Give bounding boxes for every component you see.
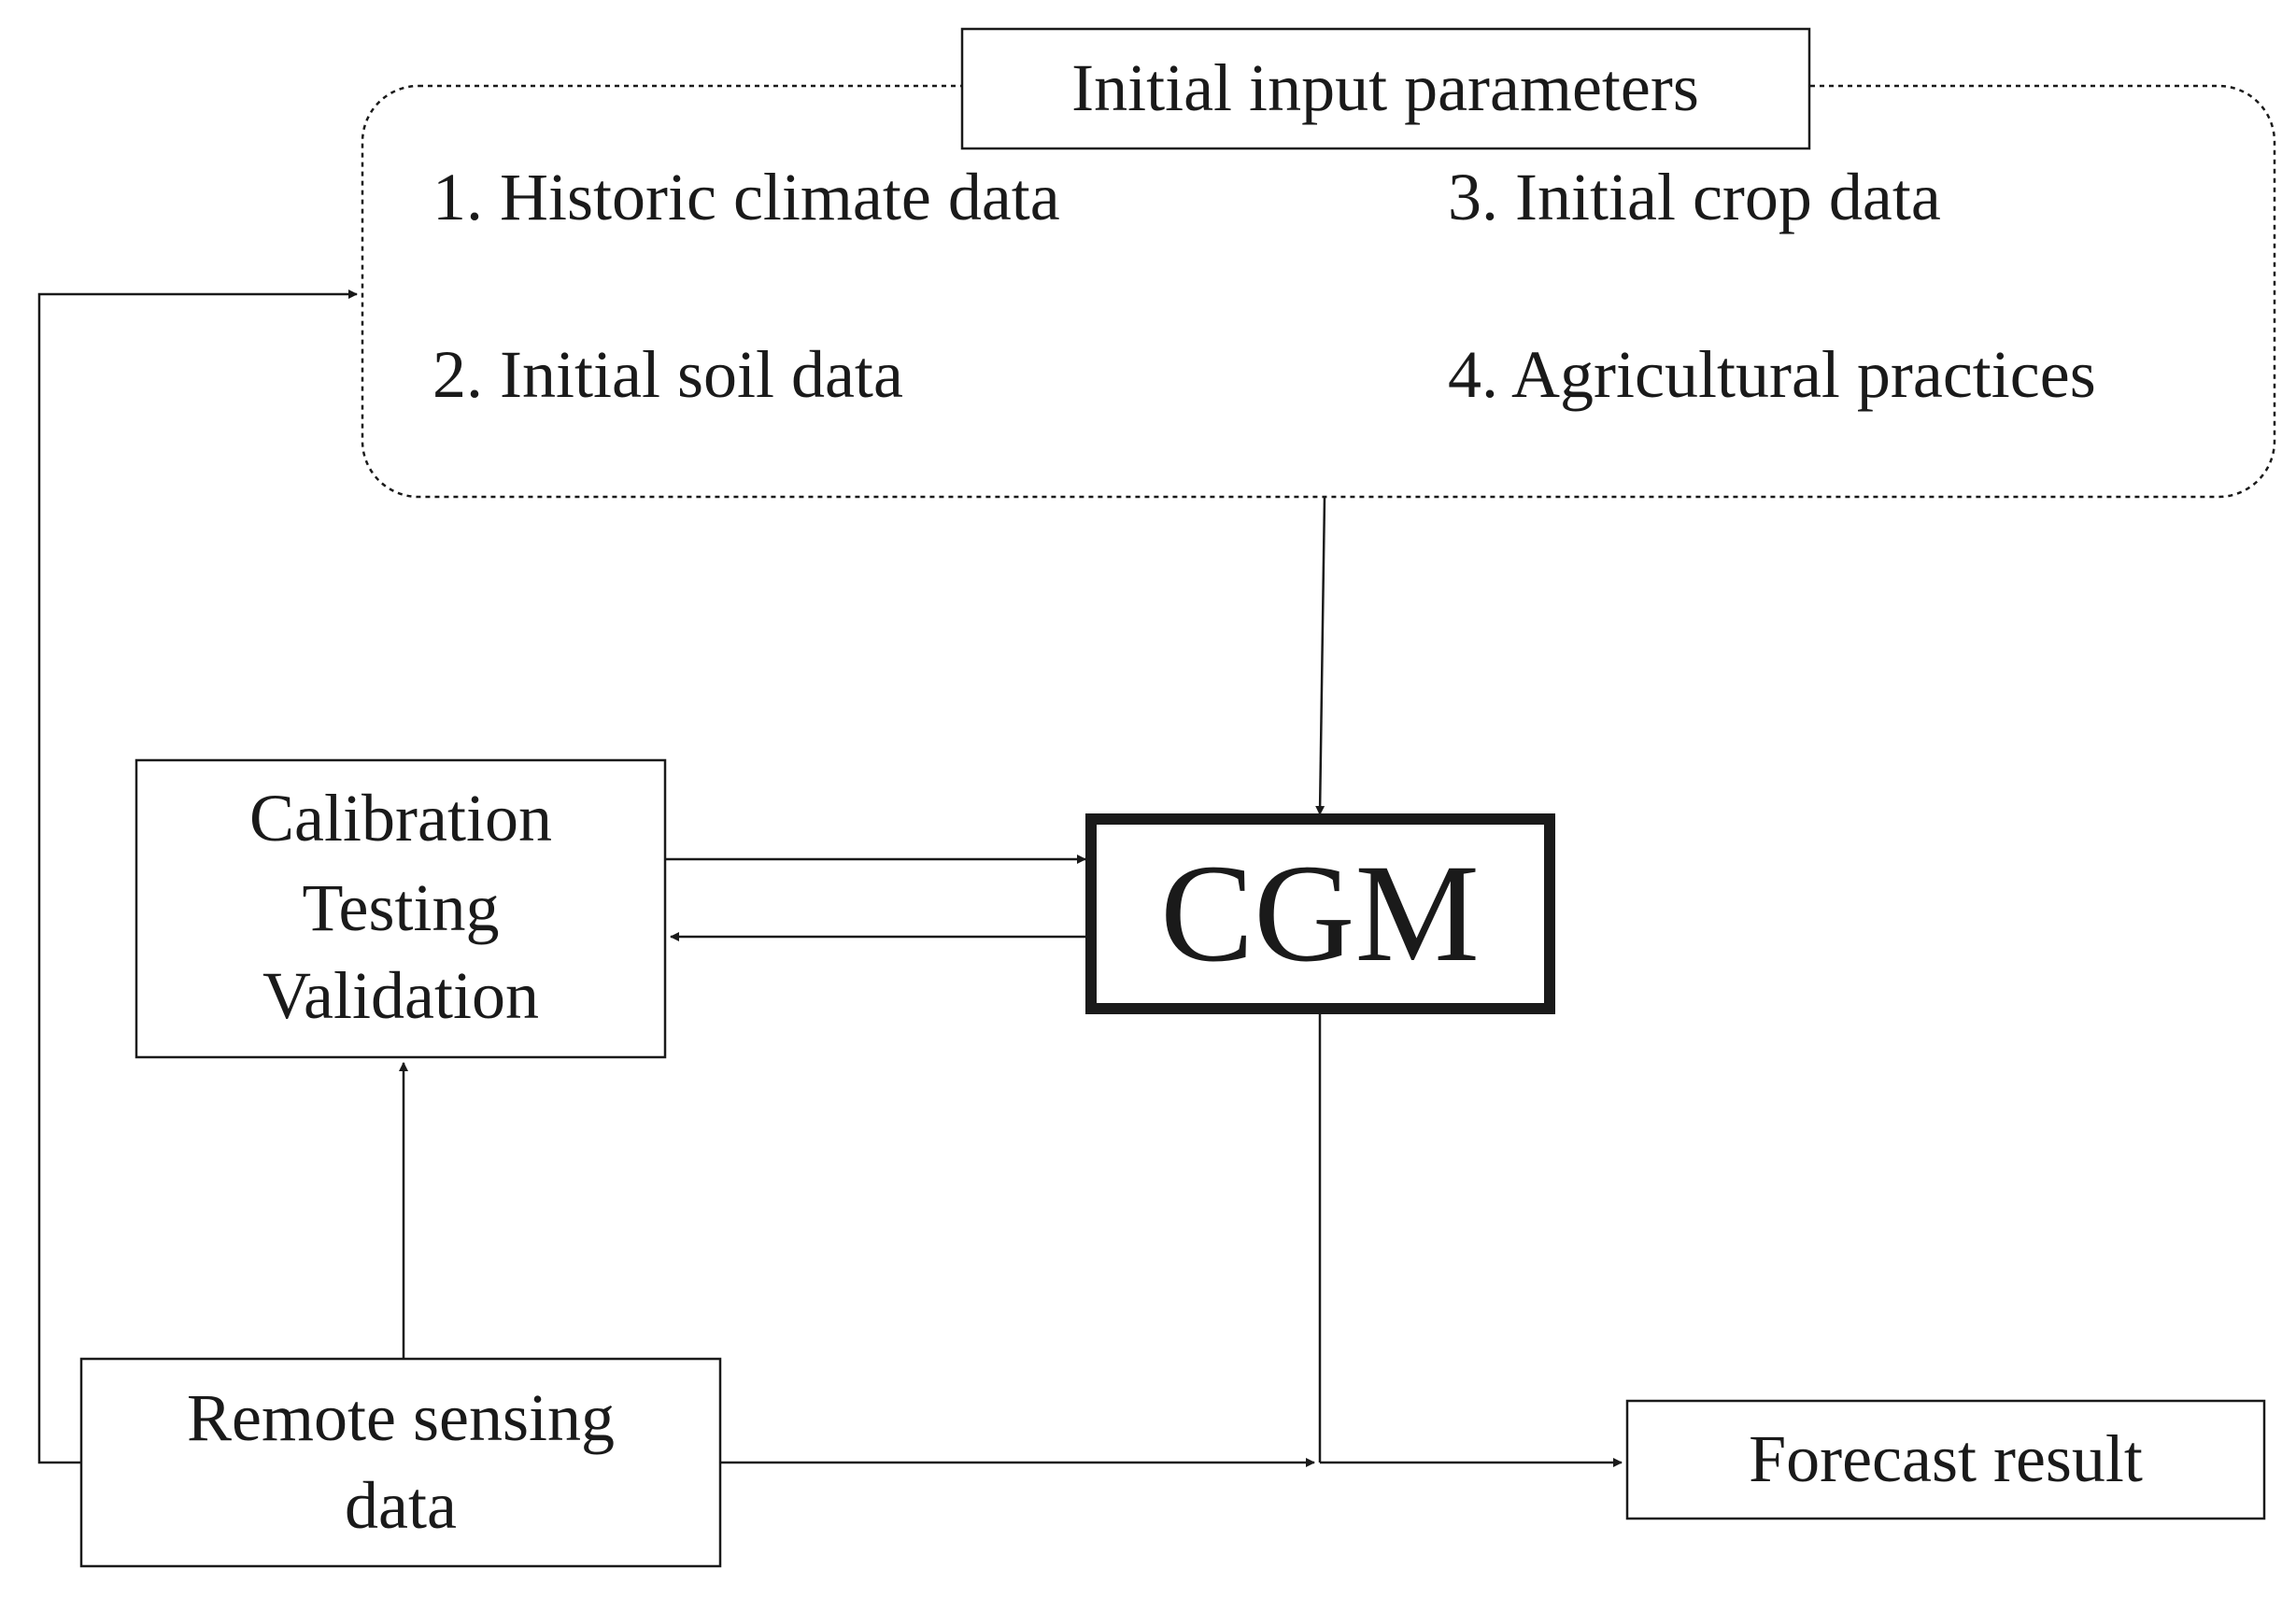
input-item-crop-data: 3. Initial crop data — [1448, 160, 1941, 234]
cgm-group: CGM — [1085, 813, 1555, 1014]
cgm-label: CGM — [1160, 836, 1480, 991]
input-item-historic-climate: 1. Historic climate data — [432, 160, 1060, 234]
forecast-box — [1625, 1399, 2266, 1520]
calibration-group: Calibration Testing Validation — [135, 758, 667, 1059]
cgm-box — [1085, 813, 1555, 1014]
calibration-label: Calibration — [249, 781, 552, 855]
input-item-soil-data: 2. Initial soil data — [432, 337, 903, 412]
input-parameters-group: Initial input parameters 1. Historic cli… — [361, 27, 2276, 499]
input-item-agricultural-practices: 4. Agricultural practices — [1448, 337, 2096, 412]
arrow-inputs-to-cgm — [1315, 496, 1326, 815]
remote-sensing-label-line2: data — [345, 1468, 457, 1543]
forecast-group: Forecast result — [1625, 1399, 2266, 1520]
input-parameters-title-box — [960, 27, 1811, 150]
remote-sensing-box — [79, 1357, 722, 1568]
testing-label: Testing — [303, 870, 500, 945]
forecast-label: Forecast result — [1749, 1421, 2143, 1496]
arrow-remote-to-inputs — [37, 290, 358, 1464]
input-parameters-title: Initial input parameters — [1071, 50, 1699, 125]
remote-sensing-group: Remote sensing data — [79, 1357, 722, 1568]
validation-label: Validation — [262, 958, 539, 1033]
calibration-box — [135, 758, 667, 1059]
remote-sensing-label: Remote sensing — [187, 1380, 615, 1455]
